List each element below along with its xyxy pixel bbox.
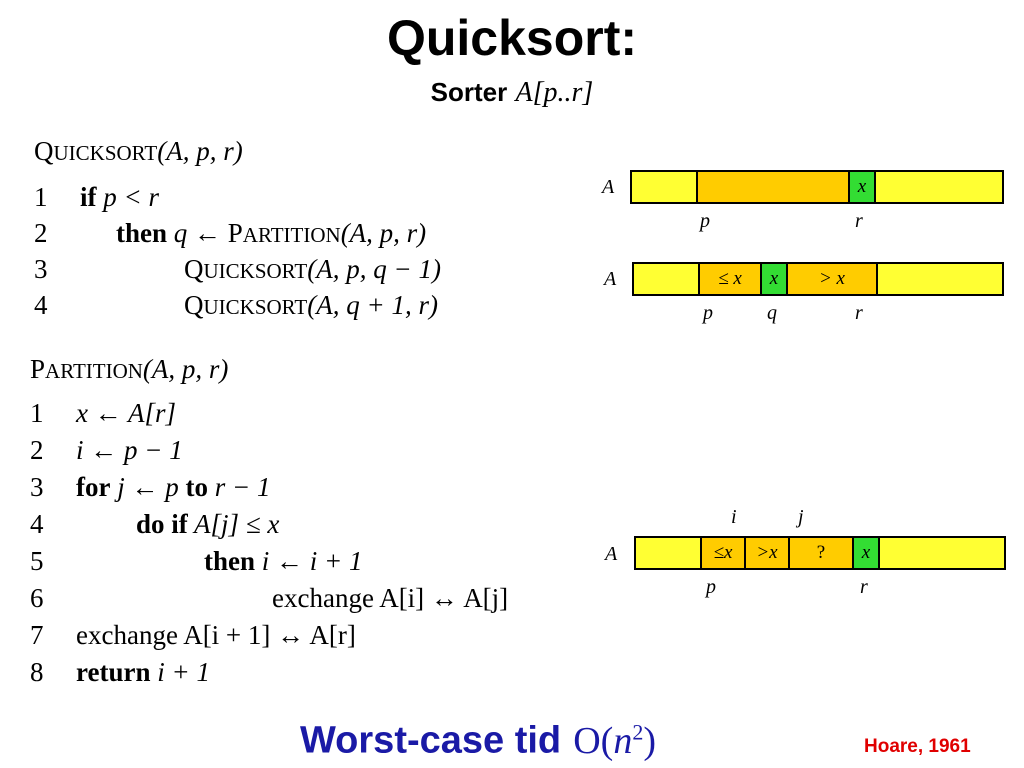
quicksort-header: QUICKSORT(A, p, r): [34, 136, 243, 166]
index-p: p: [706, 576, 716, 598]
subarray-cell: [696, 170, 850, 204]
credit-label: Hoare, 1961: [864, 736, 971, 757]
index-r: r: [855, 302, 863, 324]
array-cell-left: [632, 262, 700, 296]
index-i: i: [731, 506, 737, 528]
array-cell-left: [634, 536, 702, 570]
partition-pseudocode: PARTITION(A, p, r) 1 x ← A[r] 2 i ← p − …: [30, 354, 509, 687]
array-cell-left: [630, 170, 698, 204]
index-p: p: [703, 302, 713, 324]
le-region-cell: ≤ x: [698, 262, 762, 296]
index-q: q: [767, 302, 777, 324]
index-r: r: [860, 576, 868, 598]
array-label: A: [602, 176, 615, 198]
quicksort-pseudocode: QUICKSORT(A, p, r) 1 if p < r 2 then q ←…: [34, 136, 441, 320]
array-cell-right: [876, 262, 1004, 296]
subtitle-math: A[p..r]: [515, 77, 594, 108]
worst-case-note: Worst-case tid O(n2): [300, 719, 656, 762]
le-region-cell: ≤x: [700, 536, 746, 570]
unknown-region-cell: ?: [788, 536, 854, 570]
index-r: r: [855, 210, 863, 232]
array-cell-right: [878, 536, 1006, 570]
array-cell-right: [874, 170, 1004, 204]
gt-region-cell: > x: [786, 262, 878, 296]
array-label: A: [605, 543, 618, 565]
pivot-cell: x: [760, 262, 788, 296]
pivot-cell: x: [852, 536, 880, 570]
pivot-cell: x: [848, 170, 876, 204]
subtitle-word: Sorter: [430, 77, 508, 107]
array-label: A: [604, 268, 617, 290]
gt-region-cell: >x: [744, 536, 790, 570]
partition-header: PARTITION(A, p, r): [30, 354, 229, 384]
slide-title: Quicksort:: [386, 10, 638, 66]
slide-subtitle: Sorter A[p..r]: [0, 76, 1024, 109]
index-j: j: [798, 506, 804, 528]
index-p: p: [700, 210, 710, 232]
